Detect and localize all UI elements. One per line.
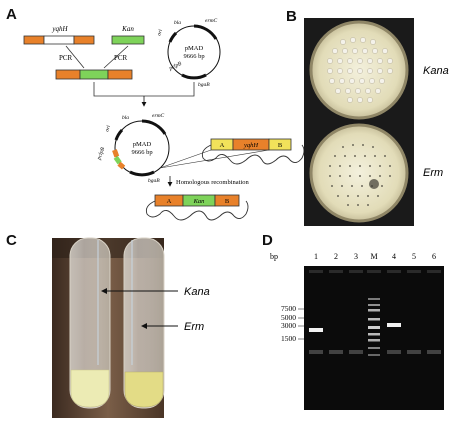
combine-bracket [93,82,195,97]
plasmid-bottom-ermC: ermC [152,113,165,119]
crossover-left [159,149,212,169]
chrom-top-a: A [220,142,225,149]
plasmid-top: pMAD 9666 bp bla ermC ori pclpB bgaB [156,18,221,88]
plate-top-colonies [327,37,393,103]
panel-a: yqhH Kan PCR PCR pMAD 9666 bp bla ermC [23,18,305,221]
plasmid-top-name: pMAD [185,45,204,52]
label-tube-kana: Kana [184,286,210,298]
plate-bottom [309,123,409,223]
plasmid-top-bgaB: bgaB [198,82,210,88]
chrom-bottom-kan: Kan [193,198,205,205]
crossover-right [159,149,270,169]
label-pcr-left: PCR [59,54,73,62]
lane-3: 3 [354,252,358,261]
ladder-7500: 7500 [281,304,296,313]
lane-4: 4 [392,252,396,261]
plasmid-bottom-bgaB: bgaB [148,178,160,184]
plasmid-top-ori: ori [156,28,164,37]
fusion-product [55,69,133,80]
panel-a-letter: A [6,6,17,23]
panel-b-letter: B [286,8,297,25]
panel-c: Kana Erm [52,237,210,418]
lane-6: 6 [432,252,436,261]
pcr-line-right [103,45,129,69]
plasmid-bottom: pMAD 9666 bp bla ermC ori pclpB bgaB [96,113,170,184]
panel-c-letter: C [6,232,17,249]
band-lane-1 [309,328,323,332]
chromosome-top: A yqhH B [201,138,305,165]
panel-d-letter: D [262,232,273,249]
lane-1: 1 [314,252,318,261]
yqhH-fragment: yqhH [23,25,95,45]
recombination-label: Homologous recombination [176,179,250,186]
label-tube-erm: Erm [184,321,204,333]
plasmid-bottom-name: pMAD [133,141,152,148]
gel-image [304,266,444,410]
plasmid-bottom-pclpB: pclpB [96,146,107,162]
lane-5: 5 [412,252,416,261]
plate-bottom-colonies [329,144,391,206]
lane-m: M [370,252,377,261]
ladder-bands [368,298,380,356]
kan-fragment: Kan [111,25,145,45]
plate-bottom-label: Erm [423,167,443,179]
chrom-top-yqhH: yqhH [243,142,258,149]
ladder-1500: 1500 [281,334,296,343]
pcr-line-left [65,45,85,69]
panel-d: bp 1 2 3 M 4 5 6 7500 5000 3000 1500 [270,252,444,410]
gel-wells [309,270,441,273]
tube-erm [123,237,165,409]
plasmid-bottom-bla: bla [122,115,129,121]
chrom-top-b: B [278,142,283,149]
chromosome-bottom: A Kan B [145,194,249,221]
plasmid-top-ermC: ermC [205,18,218,24]
chrom-bottom-b: B [225,198,230,205]
plasmid-top-bla: bla [174,20,181,26]
primer-haze [309,350,441,354]
band-lane-4 [387,323,401,327]
plasmid-top-pclpB: pclpB [167,61,183,73]
label-yqhH: yqhH [51,25,68,33]
bp-label: bp [270,252,278,261]
label-pcr-right: PCR [114,54,128,62]
label-kan: Kan [121,25,134,33]
tube-kana [69,237,111,409]
chrom-bottom-a: A [167,198,172,205]
panel-b: Kana Erm [304,18,449,226]
plate-top-label: Kana [423,65,449,77]
plasmid-bottom-ori: ori [104,124,112,133]
plasmid-top-size: 9666 bp [183,53,204,60]
ladder-3000: 3000 [281,321,296,330]
lane-2: 2 [334,252,338,261]
plasmid-bottom-size: 9666 bp [131,149,152,156]
ladder-5000: 5000 [281,313,296,322]
